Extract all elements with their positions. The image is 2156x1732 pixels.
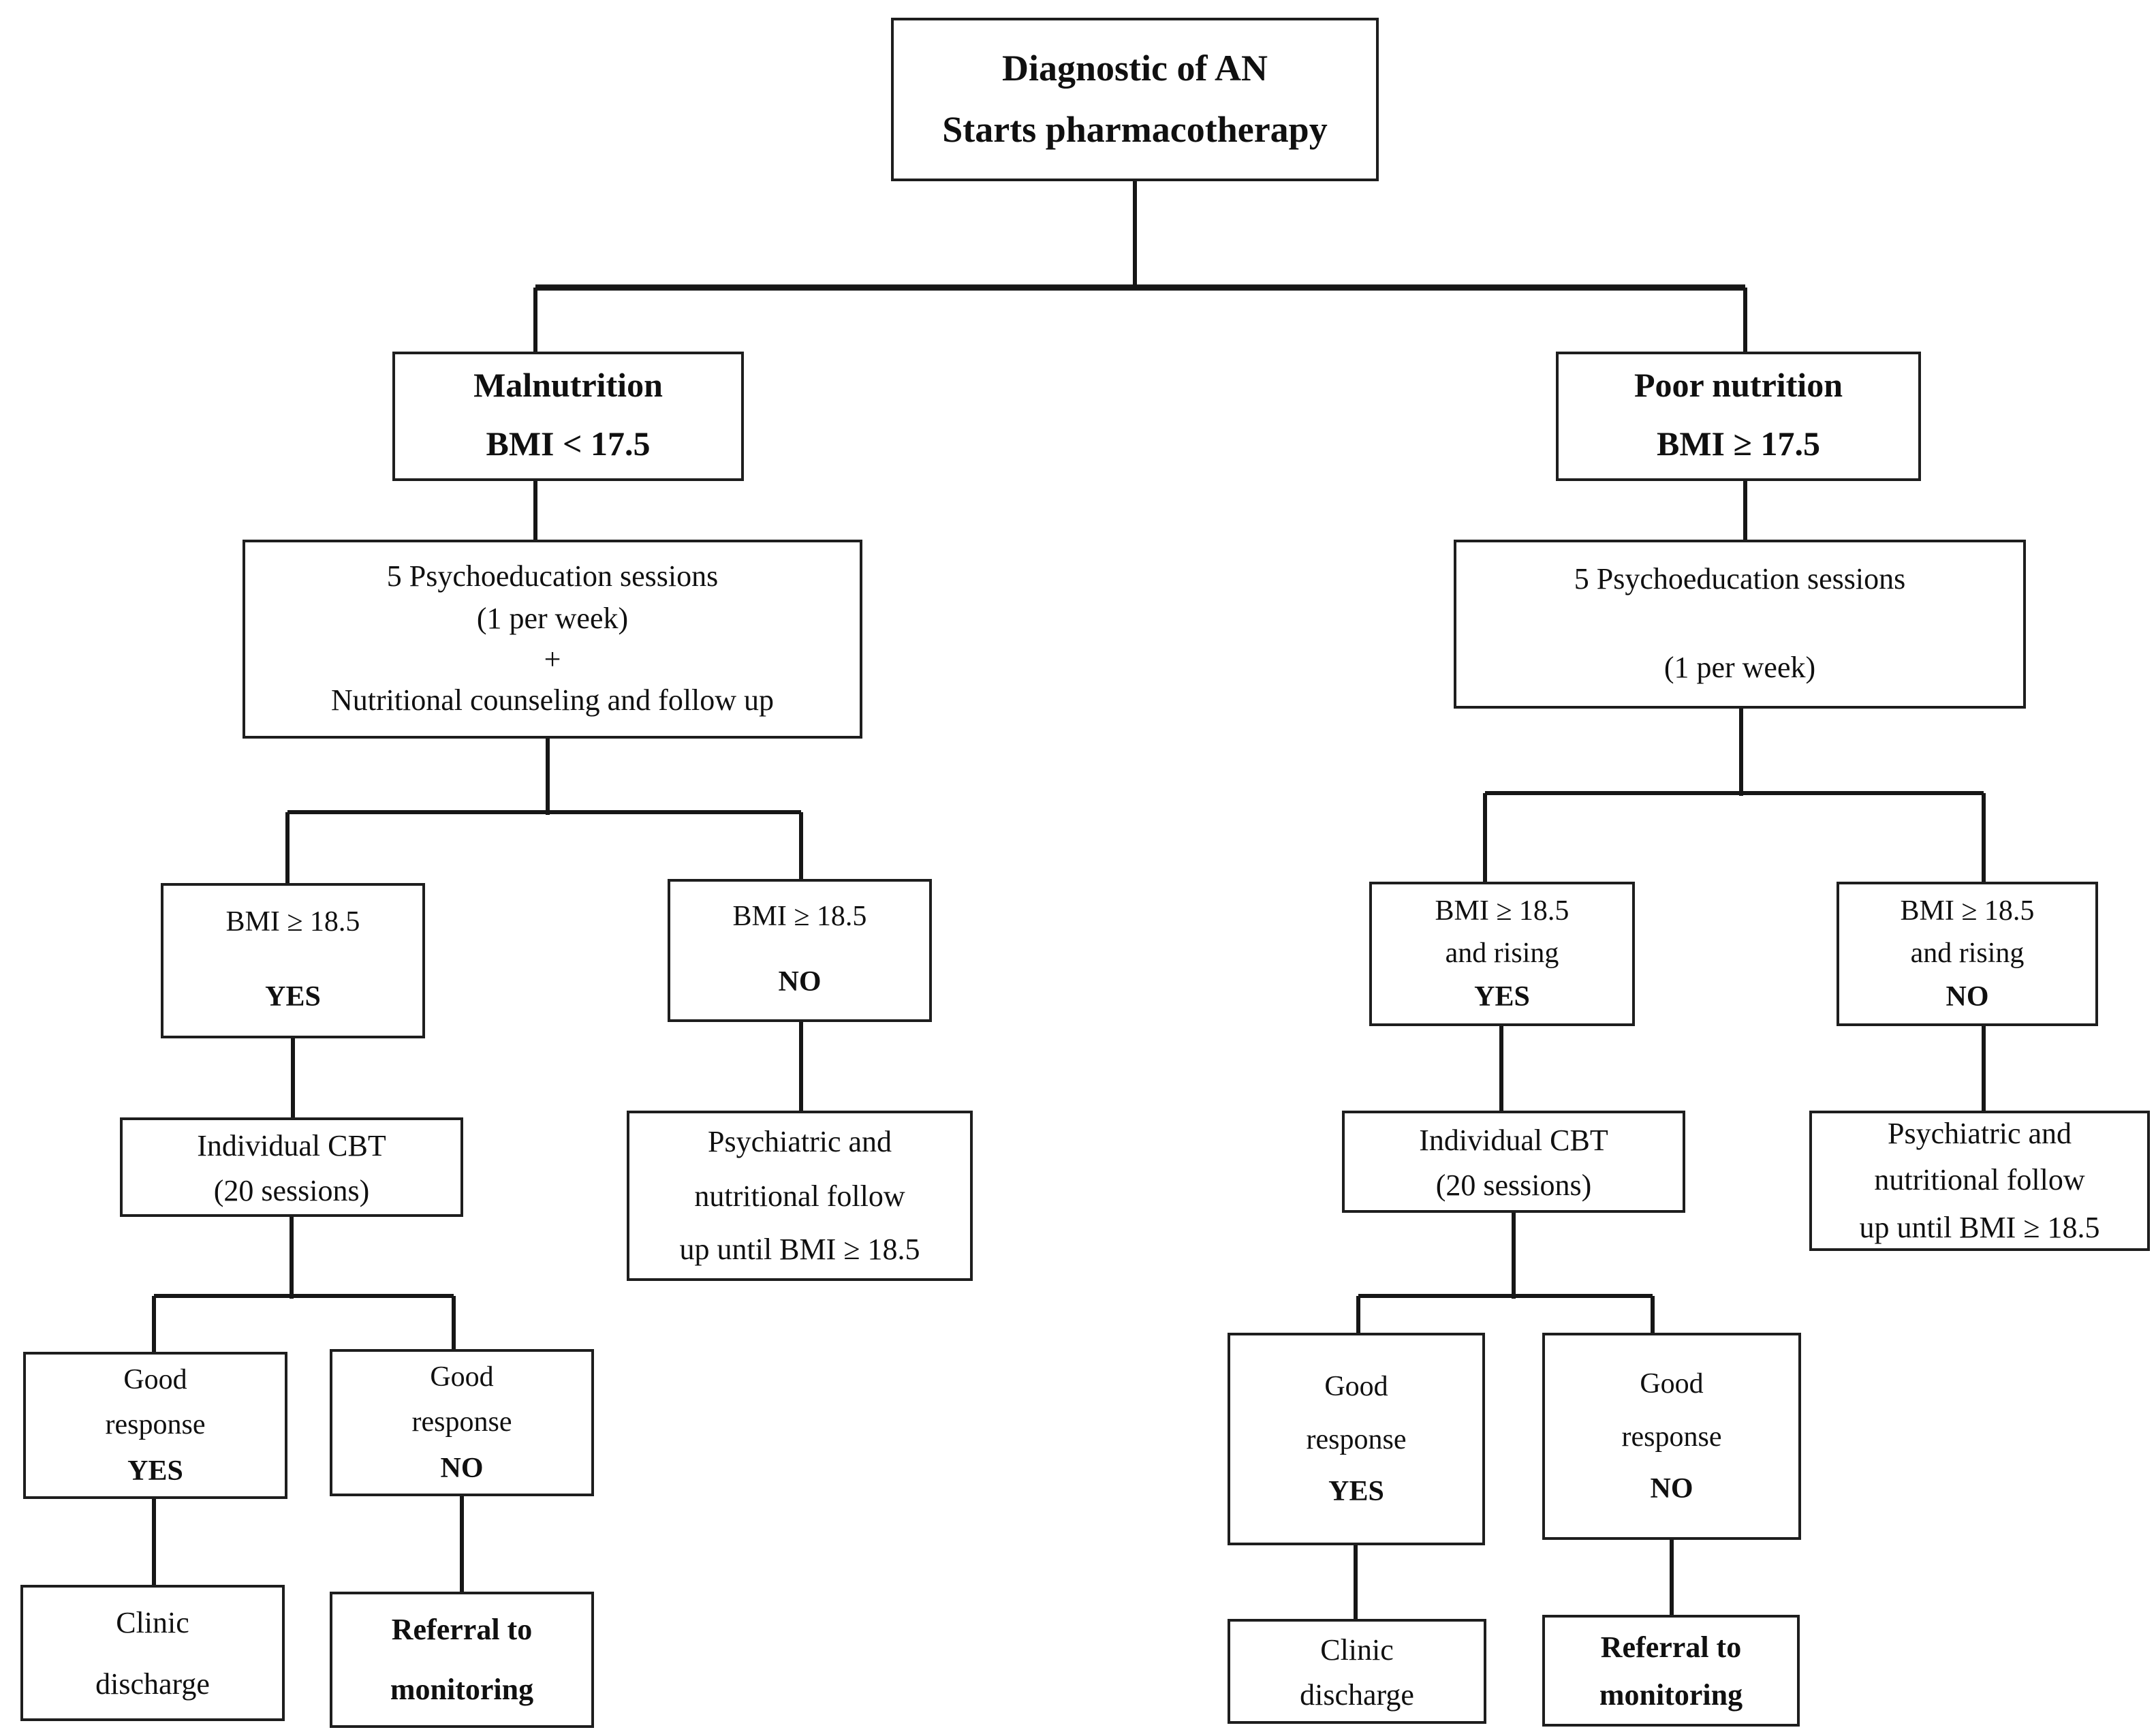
node-bmi-left-no: BMI ≥ 18.5 NO	[668, 879, 932, 1022]
node-line: YES	[127, 1453, 183, 1487]
node-psychoeducation-right: 5 Psychoeducation sessions (1 per week)	[1454, 540, 2026, 709]
node-response-left-no: Good response NO	[330, 1349, 594, 1496]
node-line: monitoring	[390, 1672, 534, 1706]
node-line: Psychiatric and	[707, 1124, 892, 1159]
node-line: up until BMI ≥ 18.5	[679, 1232, 920, 1267]
node-line: 5 Psychoeducation sessions	[386, 559, 719, 593]
node-line: Clinic	[1320, 1632, 1394, 1666]
node-line: response	[411, 1405, 512, 1438]
node-followup-left: Psychiatric and nutritional follow up un…	[627, 1111, 973, 1281]
node-line: NO	[1650, 1472, 1693, 1505]
node-poor-nutrition: Poor nutrition BMI ≥ 17.5	[1556, 352, 1921, 481]
node-line: Malnutrition	[473, 368, 663, 405]
node-line: Poor nutrition	[1634, 368, 1843, 405]
node-line: response	[105, 1408, 206, 1441]
node-line: up until BMI ≥ 18.5	[1859, 1209, 2100, 1244]
node-line: and rising	[1910, 936, 2025, 970]
node-line: 5 Psychoeducation sessions	[1574, 561, 1906, 596]
node-line: discharge	[1300, 1677, 1414, 1711]
node-followup-right: Psychiatric and nutritional follow up un…	[1809, 1111, 2150, 1251]
node-line: Good	[430, 1359, 494, 1393]
node-line: and rising	[1445, 936, 1559, 970]
node-line: (20 sessions)	[1435, 1167, 1592, 1201]
node-line: BMI < 17.5	[486, 426, 651, 463]
node-bmi-right-yes: BMI ≥ 18.5 and rising YES	[1369, 882, 1635, 1026]
node-psychoeducation-left: 5 Psychoeducation sessions (1 per week) …	[243, 540, 862, 739]
node-line: BMI ≥ 17.5	[1657, 426, 1820, 463]
node-line: Referral to	[391, 1612, 533, 1646]
node-line: BMI ≥ 18.5	[732, 899, 867, 932]
node-line: Individual CBT	[197, 1128, 386, 1162]
node-line: Starts pharmacotherapy	[942, 109, 1328, 150]
node-line: discharge	[95, 1667, 210, 1701]
node-line: response	[1621, 1419, 1722, 1453]
node-diagnostic-root: Diagnostic of AN Starts pharmacotherapy	[891, 18, 1379, 181]
node-referral-left: Referral to monitoring	[330, 1592, 594, 1728]
node-line: monitoring	[1599, 1677, 1743, 1712]
node-line: Referral to	[1600, 1629, 1742, 1664]
node-cbt-right: Individual CBT (20 sessions)	[1342, 1111, 1685, 1213]
node-response-right-yes: Good response YES	[1228, 1333, 1485, 1545]
node-line: Good	[1324, 1369, 1388, 1402]
node-line: YES	[1474, 979, 1530, 1012]
node-bmi-right-no: BMI ≥ 18.5 and rising NO	[1837, 882, 2098, 1026]
node-cbt-left: Individual CBT (20 sessions)	[120, 1117, 463, 1217]
node-response-right-no: Good response NO	[1542, 1333, 1801, 1540]
node-referral-right: Referral to monitoring	[1542, 1615, 1800, 1727]
node-line: nutritional follow	[1874, 1162, 2085, 1197]
node-line: Nutritional counseling and follow up	[330, 683, 775, 717]
node-line: +	[544, 642, 561, 676]
node-line: Individual CBT	[1419, 1122, 1608, 1156]
node-line: NO	[778, 965, 822, 998]
node-discharge-right: Clinic discharge	[1228, 1619, 1486, 1724]
node-line: NO	[440, 1451, 484, 1484]
node-line: nutritional follow	[694, 1178, 905, 1213]
node-bmi-left-yes: BMI ≥ 18.5 YES	[161, 883, 425, 1038]
node-line: BMI ≥ 18.5	[1900, 893, 2035, 927]
node-line: YES	[265, 980, 321, 1012]
node-line: Psychiatric and	[1887, 1116, 2072, 1151]
node-line: Clinic	[116, 1605, 189, 1639]
node-line: Good	[1640, 1366, 1704, 1399]
node-line: response	[1306, 1422, 1407, 1455]
node-line: Good	[123, 1362, 187, 1395]
node-line: NO	[1946, 979, 1989, 1012]
node-discharge-left: Clinic discharge	[20, 1585, 285, 1721]
node-line: BMI ≥ 18.5	[1435, 893, 1569, 927]
node-line: BMI ≥ 18.5	[225, 905, 360, 938]
node-line: Diagnostic of AN	[1002, 48, 1268, 89]
node-line: (1 per week)	[1663, 650, 1816, 684]
node-line: (20 sessions)	[213, 1173, 370, 1207]
node-line: YES	[1328, 1474, 1384, 1508]
node-response-left-yes: Good response YES	[23, 1352, 287, 1499]
node-malnutrition: Malnutrition BMI < 17.5	[392, 352, 744, 481]
node-line: (1 per week)	[476, 600, 629, 635]
